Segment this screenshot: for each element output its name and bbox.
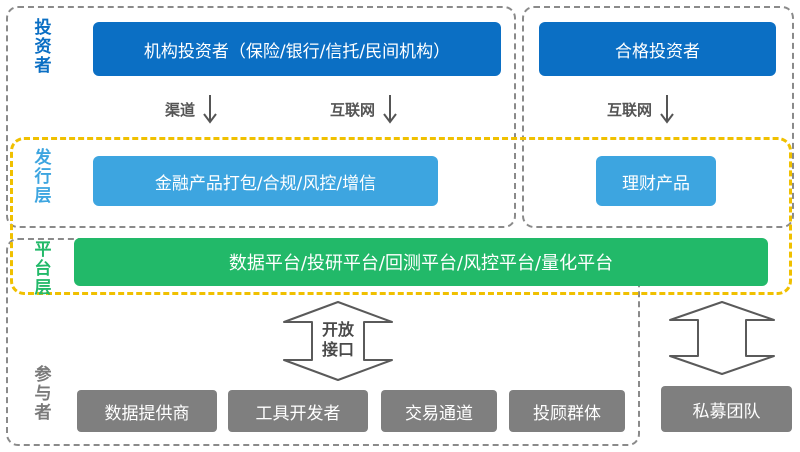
open-interface-arrow: 开放 接口 — [268, 300, 408, 382]
channel-left-2: 互联网 — [330, 94, 397, 124]
channel-left-1-label: 渠道 — [165, 100, 196, 119]
arrow-down-icon — [660, 95, 674, 124]
wealth-products-box: 理财产品 — [596, 156, 716, 206]
open-interface-label: 开放 接口 — [321, 320, 354, 359]
double-arrow-icon — [669, 301, 775, 375]
institutional-investors-box: 机构投资者（保险/银行/信托/民间机构） — [93, 22, 501, 76]
issuance-label: 发行层 — [34, 148, 52, 206]
issuance-platform-highlight-frame — [10, 137, 792, 295]
platform-label: 平台层 — [34, 240, 52, 298]
channel-left-1: 渠道 — [165, 94, 217, 124]
right-section-frame — [522, 6, 794, 228]
channel-left-2-label: 互联网 — [330, 100, 376, 119]
private-fund-arrow — [662, 300, 782, 376]
channel-right-label: 互联网 — [607, 100, 653, 119]
participant-advisor-group: 投顾群体 — [509, 390, 625, 432]
arrow-down-icon — [203, 95, 217, 124]
participant-trading-channel: 交易通道 — [381, 390, 497, 432]
double-arrow-icon — [283, 301, 393, 381]
qualified-investors-box: 合格投资者 — [539, 22, 776, 76]
arrow-down-icon — [383, 95, 397, 124]
participants-label: 参与者 — [34, 365, 52, 423]
participant-tool-developer: 工具开发者 — [228, 390, 368, 432]
left-section-frame — [6, 6, 516, 228]
participant-data-provider: 数据提供商 — [77, 390, 217, 432]
platform-bar: 数据平台/投研平台/回测平台/风控平台/量化平台 — [74, 238, 768, 286]
financial-product-packaging-box: 金融产品打包/合规/风控/增信 — [93, 156, 438, 206]
channel-right: 互联网 — [607, 94, 674, 124]
private-fund-team-box: 私募团队 — [661, 386, 792, 432]
investors-label: 投资者 — [34, 18, 52, 76]
